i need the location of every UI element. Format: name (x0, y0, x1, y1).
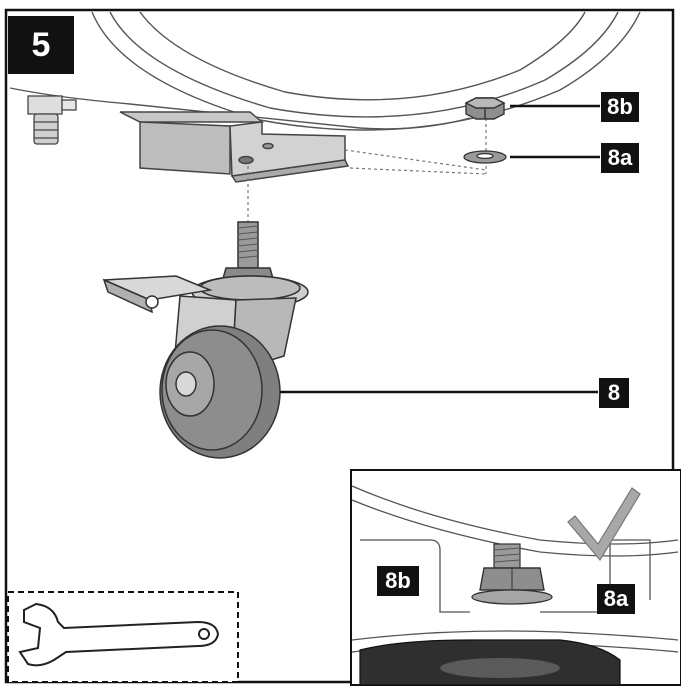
side-fitting (27, 95, 77, 145)
swivel-caster (102, 221, 309, 459)
tool-inset (7, 591, 239, 683)
callout-caster-label: 8 (599, 378, 629, 408)
callout-nut-label: 8b (601, 92, 639, 122)
check-mark-icon (567, 487, 641, 562)
alignment-guides (247, 118, 487, 222)
open-end-wrench-icon (18, 602, 220, 667)
flat-washer (463, 150, 507, 164)
detail-callout-nut-label: 8b (377, 566, 419, 596)
mounting-bracket (119, 111, 350, 183)
panel-frame (4, 8, 675, 684)
hex-nut (464, 97, 506, 120)
step-number-badge: 5 (8, 16, 74, 74)
detail-callout-washer-label: 8a (597, 584, 635, 614)
callout-washer-label: 8a (601, 143, 639, 173)
appliance-body (9, 11, 641, 131)
